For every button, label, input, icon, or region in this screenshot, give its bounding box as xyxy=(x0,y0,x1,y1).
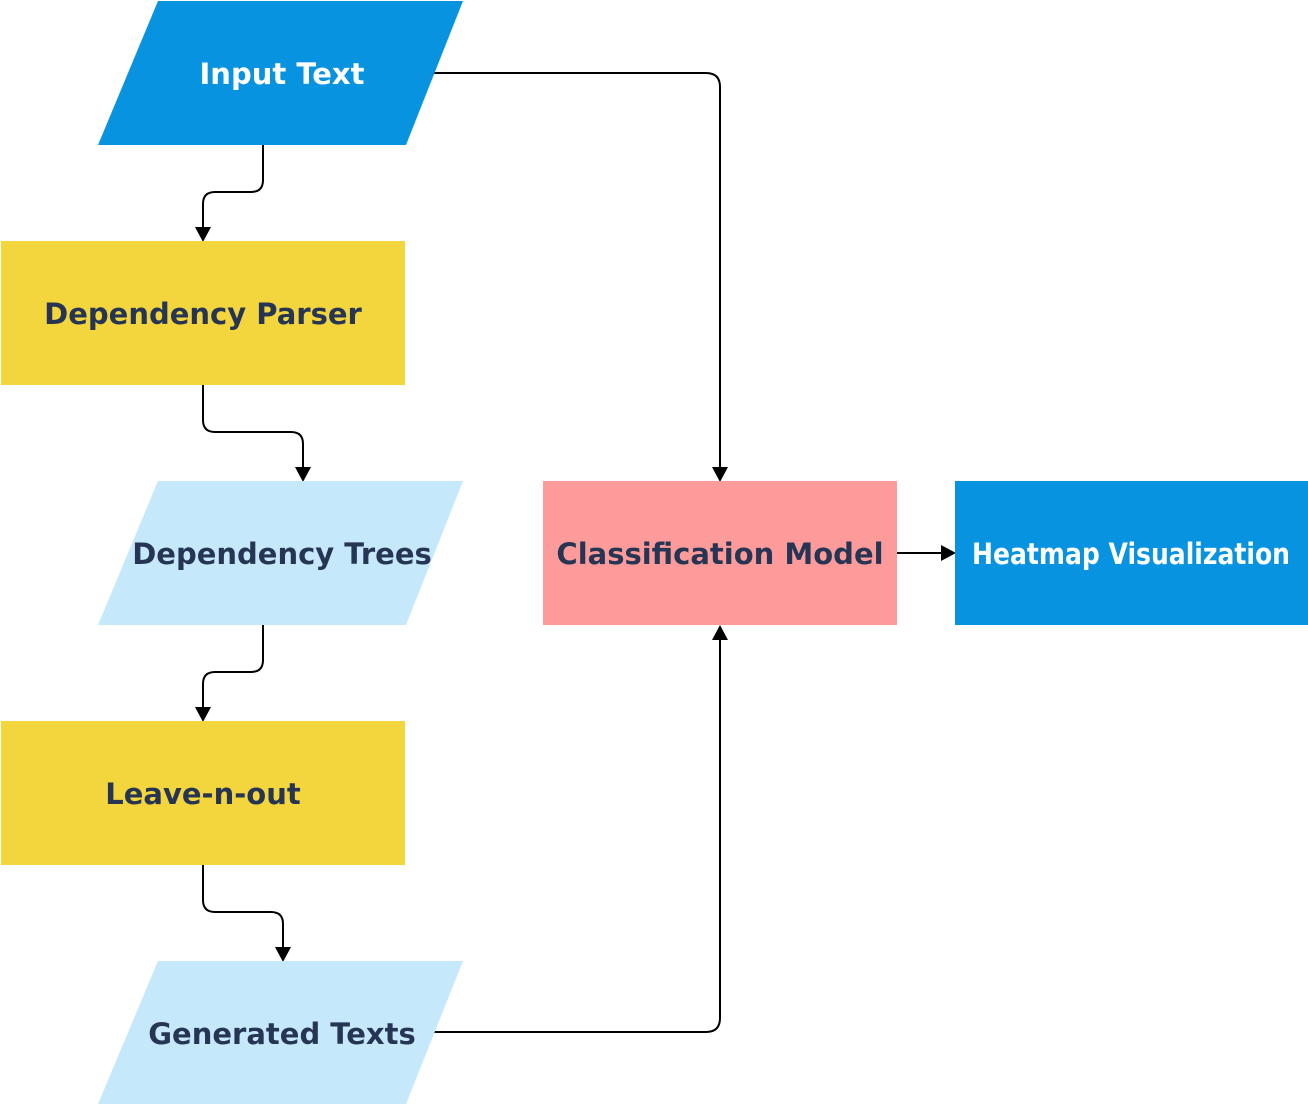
leave-n-out-label: Leave-n-out xyxy=(105,777,301,811)
node-classification-model: Classification Model xyxy=(543,481,897,625)
edge-input-to-parser xyxy=(202,145,264,228)
arrowhead-model-to-heatmap xyxy=(941,545,956,561)
node-input-text: Input Text xyxy=(98,1,463,145)
heatmap-visualization-label: Heatmap Visualization xyxy=(972,537,1290,571)
node-generated-texts: Generated Texts xyxy=(98,961,463,1104)
edge-input-to-model xyxy=(434,72,721,468)
edge-trees-to-leave xyxy=(202,625,264,708)
node-dependency-trees: Dependency Trees xyxy=(98,481,463,625)
node-heatmap-visualization: Heatmap Visualization xyxy=(955,481,1308,625)
heatmap-visualization-shape xyxy=(955,481,1308,625)
dependency-trees-label: Dependency Trees xyxy=(132,537,432,571)
arrowhead-input-to-model xyxy=(712,467,728,482)
dependency-parser-shape xyxy=(1,241,405,385)
classification-model-shape xyxy=(543,481,897,625)
classification-model-label: Classification Model xyxy=(556,537,883,571)
arrowhead-generated-to-model xyxy=(712,625,728,640)
arrowhead-leave-to-generated xyxy=(275,947,291,962)
edge-parser-to-trees xyxy=(202,385,304,468)
arrowhead-trees-to-leave xyxy=(195,707,211,722)
arrowhead-parser-to-trees xyxy=(295,467,311,482)
node-leave-n-out: Leave-n-out xyxy=(1,721,405,865)
generated-texts-label: Generated Texts xyxy=(148,1017,415,1051)
input-text-shape xyxy=(98,1,463,145)
edge-leave-to-generated xyxy=(202,865,284,948)
input-text-label: Input Text xyxy=(200,57,365,91)
dependency-parser-label: Dependency Parser xyxy=(44,297,362,331)
edges xyxy=(195,72,956,1033)
arrowhead-input-to-parser xyxy=(195,227,211,242)
dependency-trees-shape xyxy=(98,481,463,625)
edge-generated-to-model xyxy=(434,639,721,1033)
generated-texts-shape xyxy=(98,961,463,1104)
node-dependency-parser: Dependency Parser xyxy=(1,241,405,385)
leave-n-out-shape xyxy=(1,721,405,865)
